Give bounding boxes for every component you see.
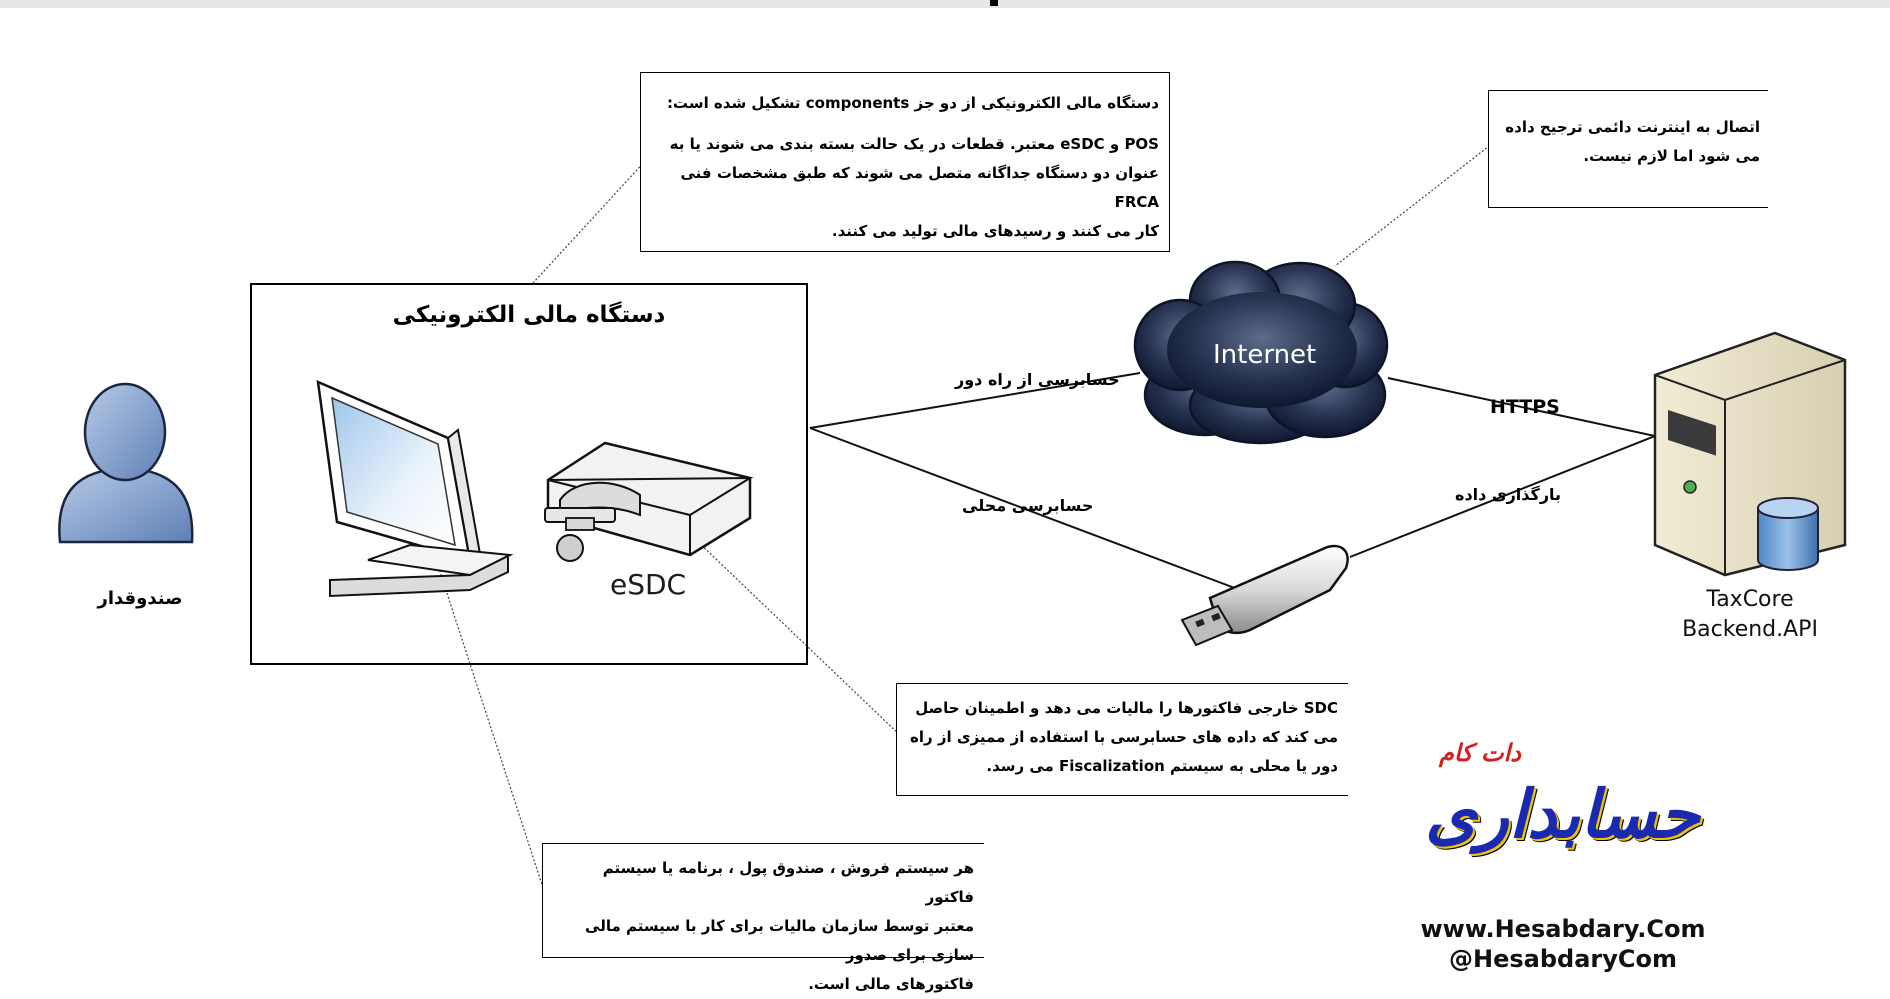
pos-note-line2: معتبر توسط سازمان مالیات برای کار با سیس… xyxy=(585,917,974,964)
logo-subtitle: دات کام xyxy=(1439,738,1521,767)
data-upload-label: بارگذاری داده xyxy=(1455,485,1562,504)
key-icon xyxy=(544,507,616,562)
monitor-icon xyxy=(316,379,514,598)
logo-url: www.Hesabdary.Com xyxy=(1420,915,1706,943)
taxcore-line2: Backend.API xyxy=(1682,617,1818,642)
pos-note: هر سیستم فروش ، صندوق پول ، برنامه یا سی… xyxy=(542,843,984,993)
person-icon xyxy=(58,382,194,544)
cashier-label: صندوقدار xyxy=(97,588,183,609)
logo-handle: @HesabdaryCom xyxy=(1449,945,1677,973)
internet-note: اتصال به اینترنت دائمی ترجیح داده می شود… xyxy=(1488,90,1768,208)
device-title: دستگاه مالی الکترونیکی xyxy=(392,302,666,328)
components-note-line3: عنوان دو دستگاه جداگانه متصل می شوند که … xyxy=(680,164,1160,211)
top-band-mark xyxy=(990,0,998,6)
esdc-device-icon xyxy=(546,441,754,557)
leader-components xyxy=(532,157,649,284)
internet-note-line2: می شود اما لازم نیست. xyxy=(1583,147,1760,165)
top-band xyxy=(0,0,1890,8)
sdc-note-line3: دور یا محلی به سیستم Fiscalization می رس… xyxy=(986,757,1338,775)
local-audit-label: حسابرسی محلی xyxy=(962,496,1094,515)
database-icon xyxy=(1757,497,1819,571)
taxcore-line1: TaxCore xyxy=(1706,587,1794,612)
internet-note-line1: اتصال به اینترنت دائمی ترجیح داده xyxy=(1505,118,1760,136)
sdc-note-line1: SDC خارجی فاکتورها را مالیات می دهد و اط… xyxy=(915,699,1338,717)
pos-note-line3: فاکتورهای مالی است. xyxy=(808,975,974,993)
line-local-audit xyxy=(809,427,1241,591)
logo-wordmark: حسابداری xyxy=(1425,775,1700,853)
line-remote-audit xyxy=(809,372,1141,429)
internet-cloud-icon xyxy=(1133,260,1389,445)
sdc-note: SDC خارجی فاکتورها را مالیات می دهد و اط… xyxy=(896,683,1348,796)
line-https xyxy=(1387,377,1656,437)
components-note: دستگاه مالی الکترونیکی از دو جز componen… xyxy=(640,72,1170,252)
leader-internet xyxy=(1334,142,1494,267)
esdc-label: eSDC xyxy=(610,568,687,601)
https-label: HTTPS xyxy=(1490,396,1560,418)
components-note-line4: کار می کنند و رسیدهای مالی تولید می کنند… xyxy=(831,222,1159,240)
internet-label: Internet xyxy=(1213,340,1317,370)
remote-audit-label: حسابرسی از راه دور xyxy=(955,370,1120,389)
usb-stick-icon xyxy=(1180,544,1349,647)
line-data-upload xyxy=(1349,435,1656,558)
connection-lines xyxy=(809,372,1656,591)
sdc-note-line2: می کند که داده های حسابرسی با استفاده از… xyxy=(910,728,1338,746)
pos-note-line1: هر سیستم فروش ، صندوق پول ، برنامه یا سی… xyxy=(602,859,974,906)
taxcore-label: TaxCore Backend.API xyxy=(1665,585,1835,645)
components-note-line2: POS و eSDC معتبر. قطعات در یک حالت بسته … xyxy=(669,135,1159,153)
device-frame xyxy=(250,283,808,665)
components-note-line1: دستگاه مالی الکترونیکی از دو جز componen… xyxy=(666,94,1159,112)
